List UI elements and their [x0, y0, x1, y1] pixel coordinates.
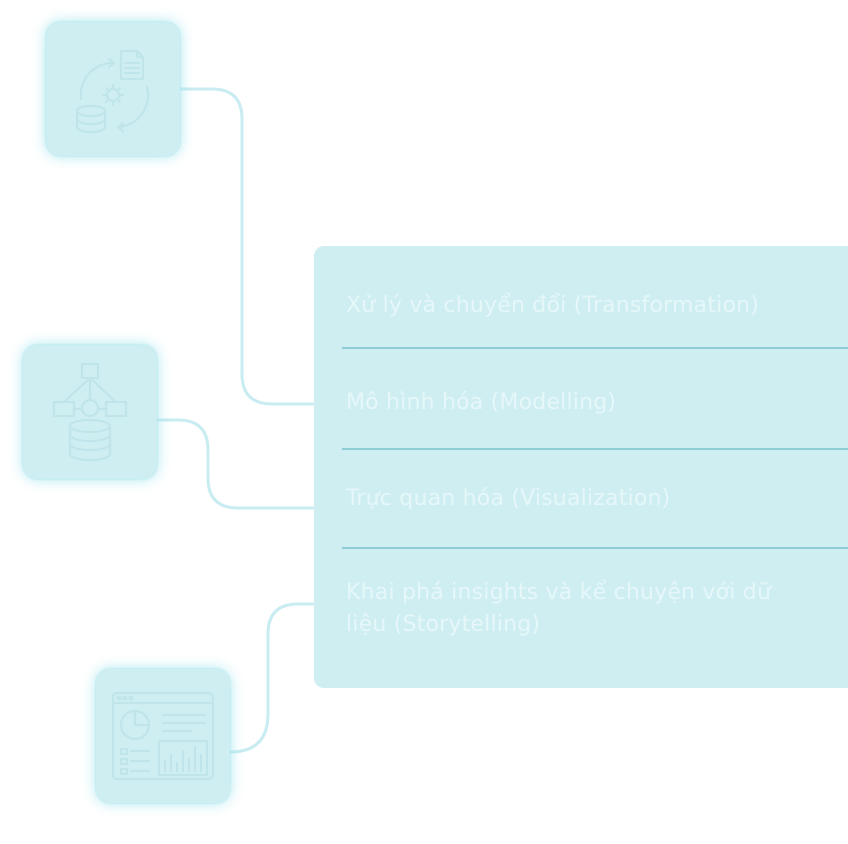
divider — [342, 448, 848, 450]
connector-transformation — [180, 87, 316, 406]
steps-panel: Xử lý và chuyển đổi (Transformation) Mô … — [314, 246, 848, 688]
connector-dashboard — [229, 602, 316, 754]
step-transformation: Xử lý và chuyển đổi (Transformation) — [346, 293, 760, 318]
dashboard-tile — [96, 669, 230, 803]
divider — [342, 347, 848, 349]
data-transformation-icon — [75, 49, 150, 134]
divider — [342, 547, 848, 549]
data-transformation-tile — [46, 22, 180, 156]
step-modelling: Mô hình hóa (Modelling) — [346, 390, 617, 415]
connector-modelling — [157, 418, 316, 510]
dashboard-icon — [111, 691, 215, 781]
step-visualization: Trực quan hóa (Visualization) — [346, 486, 671, 511]
data-model-icon — [52, 362, 128, 462]
step-storytelling: Khai phá insights và kể chuyện với dữ li… — [346, 580, 772, 637]
data-model-tile — [23, 345, 157, 479]
